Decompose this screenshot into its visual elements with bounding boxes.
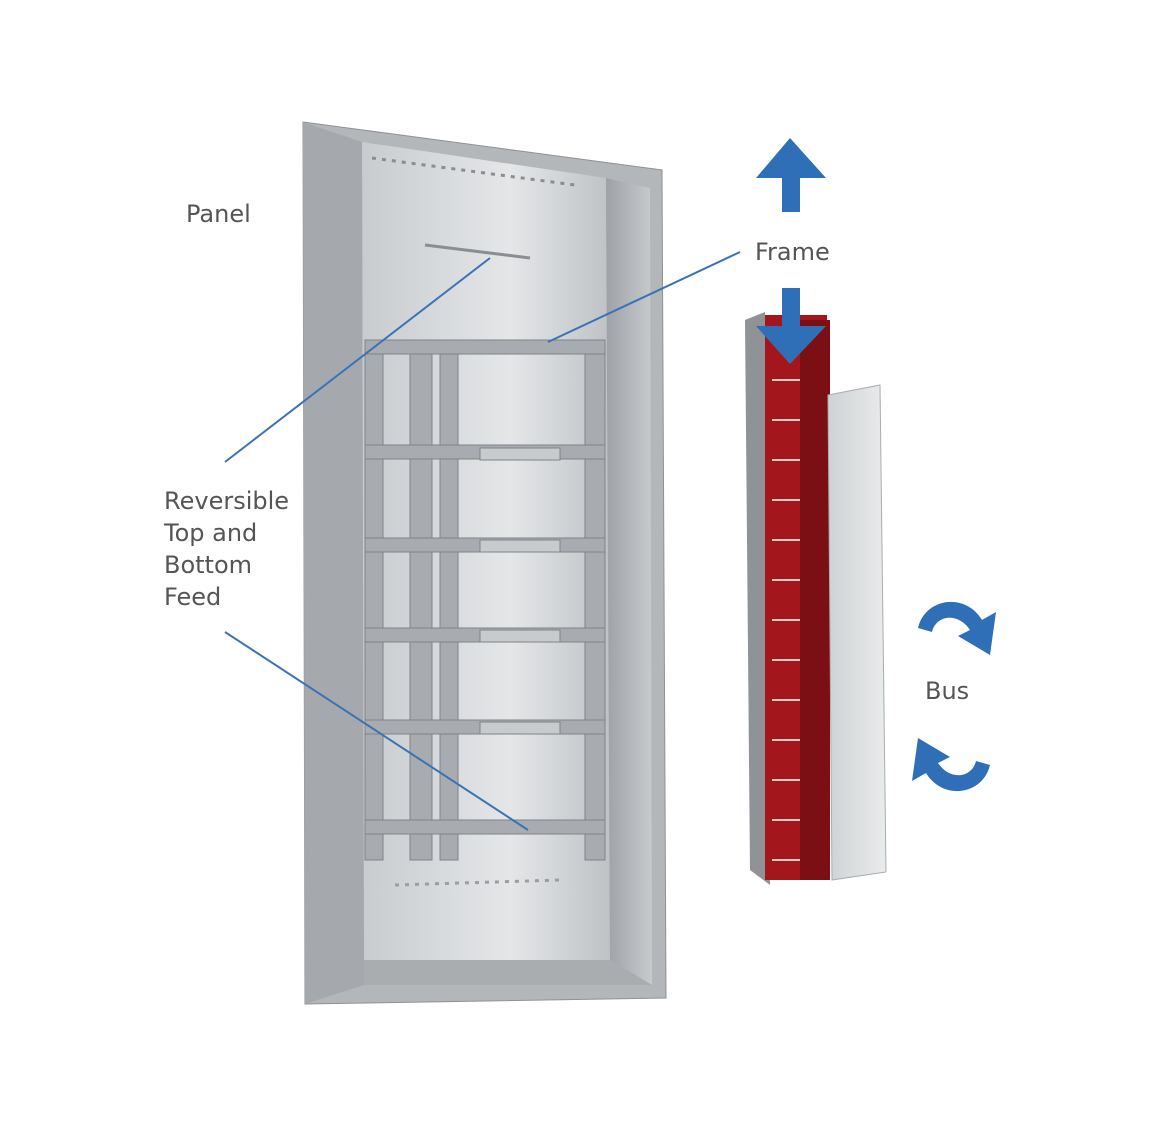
feed-label-line: Reversible bbox=[164, 487, 290, 515]
rotate-arrow-bottom-icon bbox=[912, 738, 990, 792]
frame-assembly bbox=[364, 339, 606, 861]
feed-label-line: Top and bbox=[164, 519, 258, 547]
panel-label: Panel bbox=[186, 200, 251, 228]
frame-label: Frame bbox=[755, 238, 830, 266]
panel-enclosure bbox=[302, 121, 667, 1005]
bus-assembly bbox=[745, 312, 887, 885]
arrow-down-icon bbox=[756, 288, 826, 364]
feed-label-line: Bottom bbox=[164, 551, 253, 579]
leader-lines bbox=[224, 251, 741, 831]
rotate-arrow-top-icon bbox=[918, 601, 996, 655]
feed-label-line: Feed bbox=[164, 583, 222, 611]
feed-label: Reversible Top and Bottom Feed bbox=[164, 485, 289, 613]
bus-label: Bus bbox=[925, 677, 970, 705]
arrow-up-icon bbox=[756, 138, 826, 212]
